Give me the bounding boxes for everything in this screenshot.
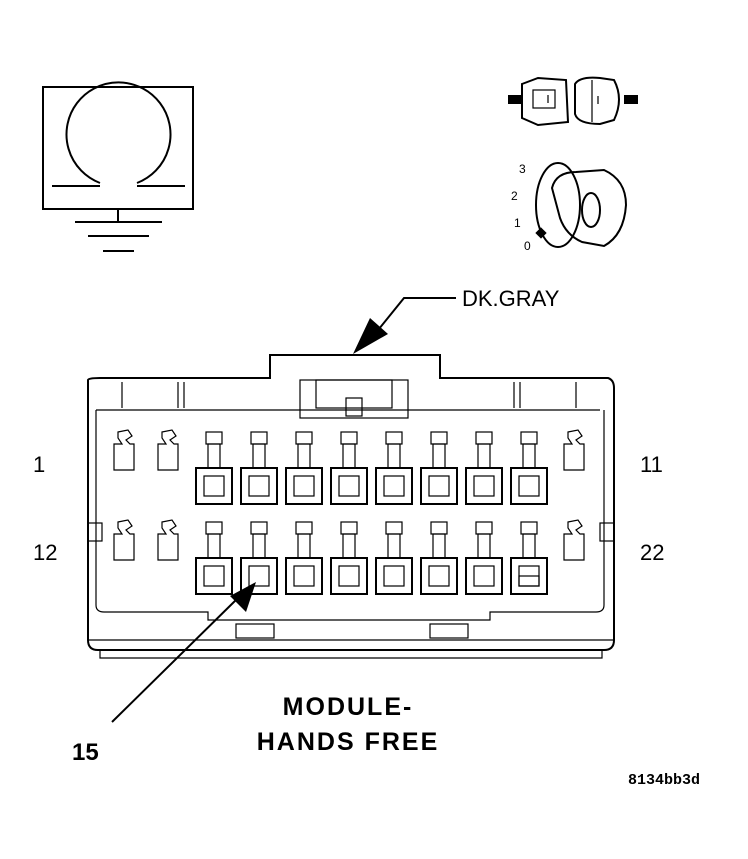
terminal-cavity bbox=[420, 431, 458, 505]
pin-15-arrow bbox=[230, 582, 256, 612]
terminal-cavity bbox=[195, 431, 233, 505]
terminal-cavity bbox=[330, 431, 368, 505]
pin-latch bbox=[563, 429, 585, 471]
terminal-cavity bbox=[465, 521, 503, 595]
terminal-cavity bbox=[510, 431, 548, 505]
terminal-cavity bbox=[285, 431, 323, 505]
ignition-switch-icon: 3 2 1 0 O bbox=[511, 162, 628, 253]
ignition-pos-3: 3 bbox=[519, 162, 526, 176]
terminal-cavity bbox=[375, 431, 413, 505]
ignition-pos-2: 2 bbox=[511, 189, 518, 203]
pin-latch bbox=[563, 519, 585, 561]
terminal-cavity bbox=[240, 521, 278, 595]
pin-label-22: 22 bbox=[640, 540, 664, 565]
terminal-cavity bbox=[420, 521, 458, 595]
terminal-cavity bbox=[285, 521, 323, 595]
terminal-cavity bbox=[510, 521, 548, 595]
callout-pin-15: 15 bbox=[72, 739, 99, 766]
connector-housing bbox=[87, 354, 615, 659]
terminal-cavity bbox=[240, 431, 278, 505]
ground-symbol-icon bbox=[42, 81, 194, 252]
pin-latch bbox=[113, 429, 135, 471]
terminal-cavity bbox=[465, 431, 503, 505]
pin-latch bbox=[157, 429, 179, 471]
pin-label-12: 12 bbox=[33, 540, 57, 565]
terminal-cavity bbox=[330, 521, 368, 595]
figure-id: 8134bb3d bbox=[628, 772, 700, 789]
wire-color-label: DK.GRAY bbox=[462, 286, 560, 311]
pin-label-11: 11 bbox=[640, 452, 663, 477]
pin-label-1: 1 bbox=[33, 452, 45, 477]
pin-latch bbox=[113, 519, 135, 561]
terminal-cavity bbox=[375, 521, 413, 595]
terminal-cavity bbox=[195, 521, 233, 595]
pin-latch bbox=[157, 519, 179, 561]
ignition-pos-0: 0 bbox=[524, 239, 531, 253]
title-line-1: MODULE- bbox=[283, 693, 414, 721]
ignition-pos-1: 1 bbox=[514, 216, 521, 230]
title-line-2: HANDS FREE bbox=[257, 728, 440, 756]
connector-plug-icon bbox=[508, 76, 638, 127]
wire-color-arrow bbox=[353, 318, 388, 354]
